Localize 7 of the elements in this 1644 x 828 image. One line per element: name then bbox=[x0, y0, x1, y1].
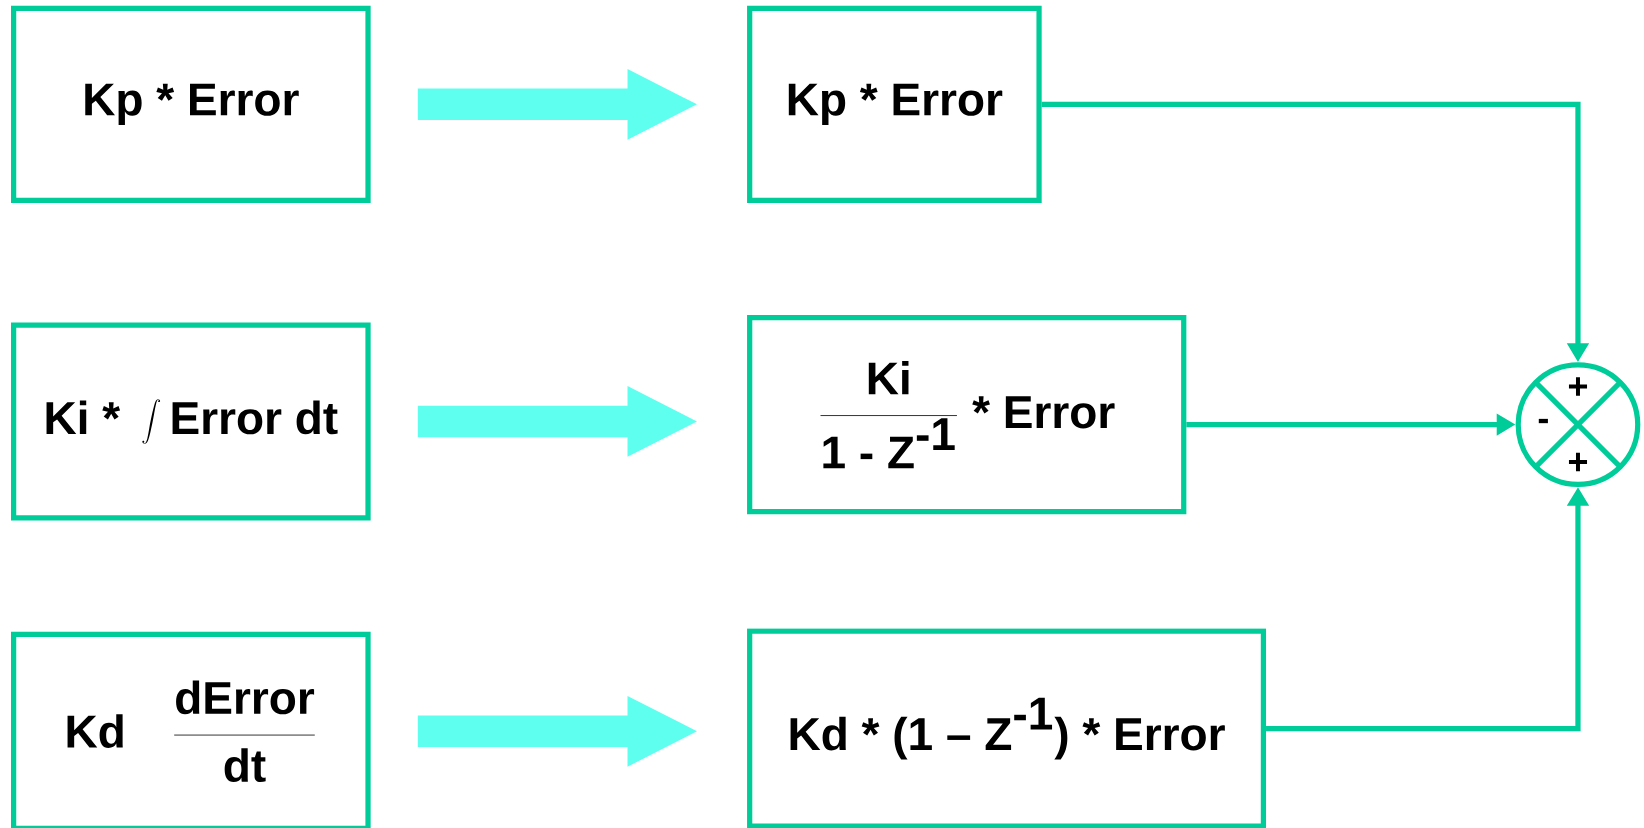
formula-box: Kp * Error bbox=[747, 5, 1042, 203]
formula-box: $\frac{\textbf{Ki}}{\textbf{1 - Z}^{\textbf{-1}}}\textbf{ * Error}$ bbox=[747, 314, 1187, 515]
formula-box: Kp * Error bbox=[11, 5, 371, 203]
formula-box: $\textbf{Kd * (1 – Z}^{\textbf{-1}}\textbf{) * Error}$ bbox=[747, 628, 1267, 828]
formula-box: $\textbf{Ki * }\int\textbf{Error dt}$ bbox=[11, 322, 371, 521]
formula-box: $\textbf{Kd}\quad\frac{\textbf{dError}}{\textbf{dt}}$ bbox=[11, 631, 371, 828]
summing-junction: + - + bbox=[1515, 362, 1641, 487]
